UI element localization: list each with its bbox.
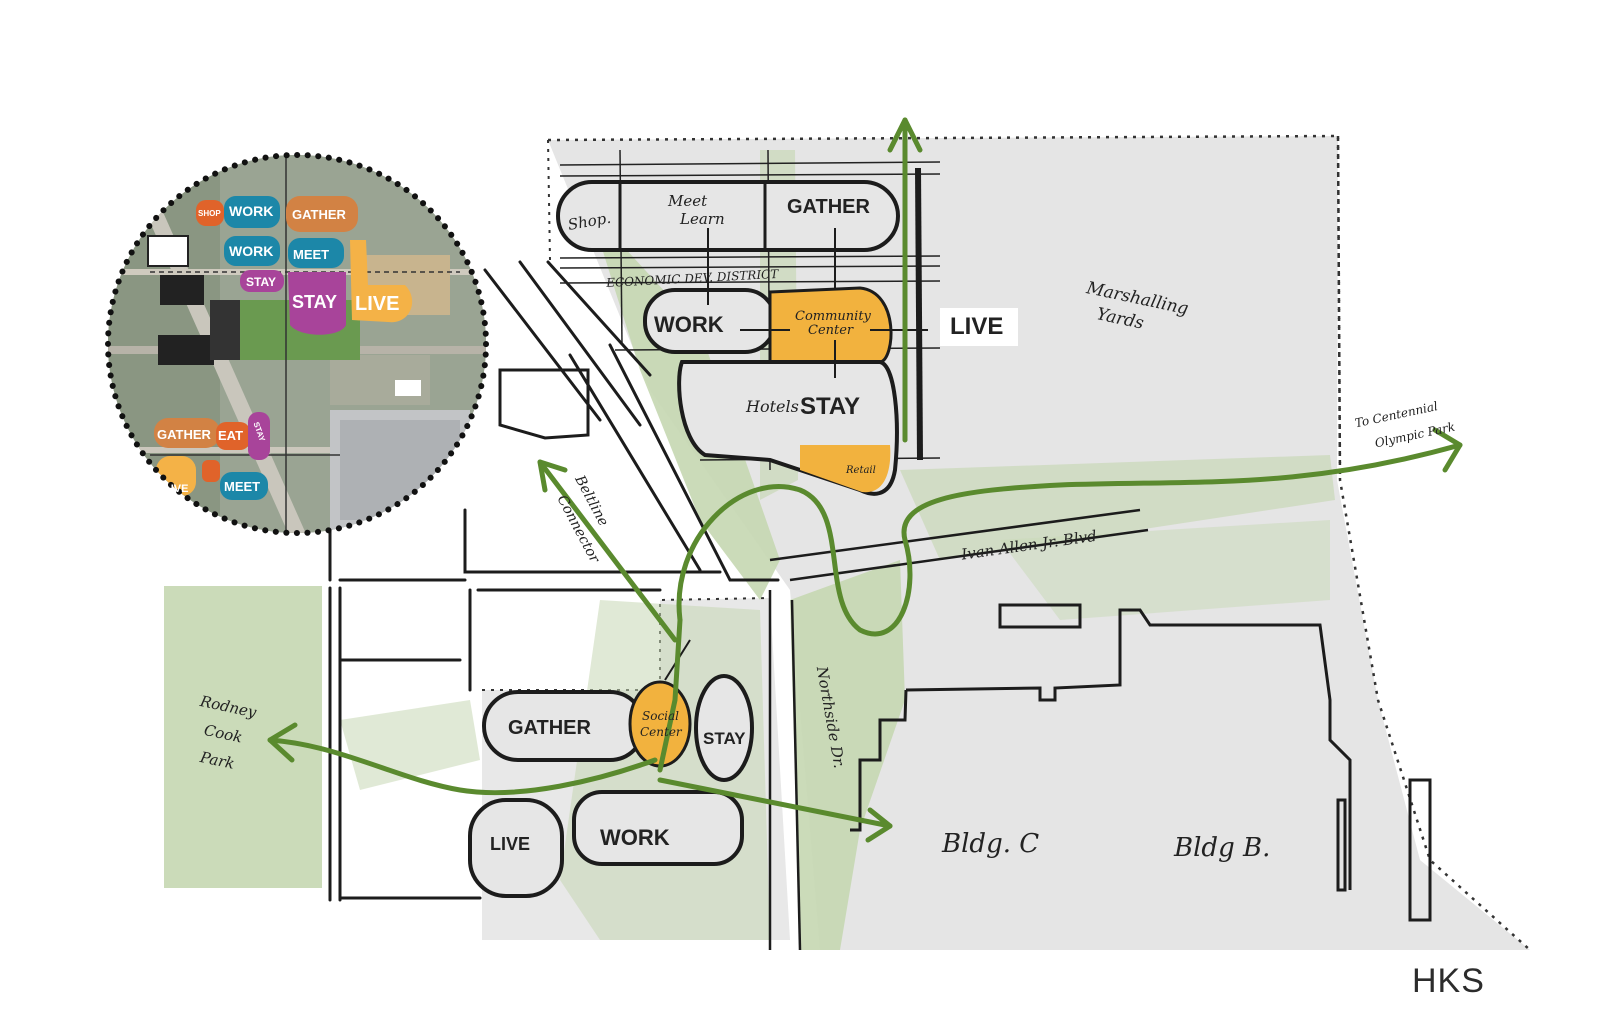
inset-label-live-2: LIVE [164,483,188,495]
label-south-gather: GATHER [508,717,592,739]
inset-label-shop: SHOP [198,209,221,218]
label-south-stay: STAY [703,729,746,748]
inset-label-meet-2: MEET [224,479,260,494]
inset-shop-zone [196,200,224,226]
inset-aerial-map: SHOP WORK GATHER WORK MEET STAY STAY LIV… [105,152,489,536]
east-green-route [676,442,1463,637]
east-building-outlines [850,603,1432,922]
west-green-route [267,737,658,796]
inset-label-live: LIVE [355,293,399,315]
inset-work-zone-2 [224,236,280,266]
inset-gather-zone-1 [286,196,358,232]
north-block [556,149,1018,496]
green-paths [267,117,1463,843]
label-north-work: WORK [654,312,724,337]
label-north-live: LIVE [950,313,1003,340]
label-meet: Meet [667,192,708,210]
south-labels: GATHER Social Center STAY LIVE WORK [490,709,746,854]
rodney-cook-park [164,586,322,888]
label-community: Community [795,309,872,324]
inset-label-gather-1: GATHER [292,207,347,222]
inset-live-zone [350,240,413,323]
inset-dotted-border [105,152,489,536]
label-north-gather: GATHER [787,196,871,218]
inset-stay-zone [288,272,346,335]
social-center [628,680,692,768]
south-work-block [572,790,744,866]
building-small [998,603,1082,629]
south-live-block [468,798,564,898]
beltline-route [537,459,678,643]
hks-logo: HKS [1412,962,1485,1000]
label-retail: Retail [845,465,876,476]
retail-strip [800,445,891,493]
inset-label-gather-2: GATHER [157,427,212,442]
inset-stay-zone-2 [248,412,270,460]
label-hotels: Hotels [745,397,799,416]
label-social-center: Center [640,725,683,739]
inset-label-work-1: WORK [229,203,273,219]
label-south-live: LIVE [490,834,530,854]
inset-gather-zone-2 [154,418,220,448]
label-social: Social [642,709,679,723]
south-east-route [657,777,893,829]
south-block [468,639,754,898]
south-stay-block [694,674,754,782]
label-north-stay: STAY [800,393,860,420]
inset-eat-zone [216,422,250,450]
green-washes [164,150,1335,950]
street-grid [328,260,780,902]
inset-label-stay-big: STAY [292,292,337,312]
label-olympic-park: Olympic Park [1374,420,1457,451]
inset-label-work-2: WORK [229,243,273,259]
label-bldg-b: Bldg B. [1173,833,1270,863]
inset-stay-zone-small [240,270,284,292]
inset-label-eat: EAT [218,428,243,443]
label-south-work: WORK [600,825,670,850]
inset-meet-zone-2 [220,472,268,500]
inset-label-meet-1: MEET [293,247,329,262]
label-learn: Learn [679,210,725,228]
label-bldg-c: Bldg. C [941,829,1039,859]
inset-label-stay-small: STAY [246,275,276,289]
north-top-row [556,180,900,252]
inset-eat-zone-2 [202,460,220,482]
inset-meet-zone-1 [288,238,344,268]
label-community-center: Center [808,323,854,338]
inset-work-zone-1 [224,196,280,228]
